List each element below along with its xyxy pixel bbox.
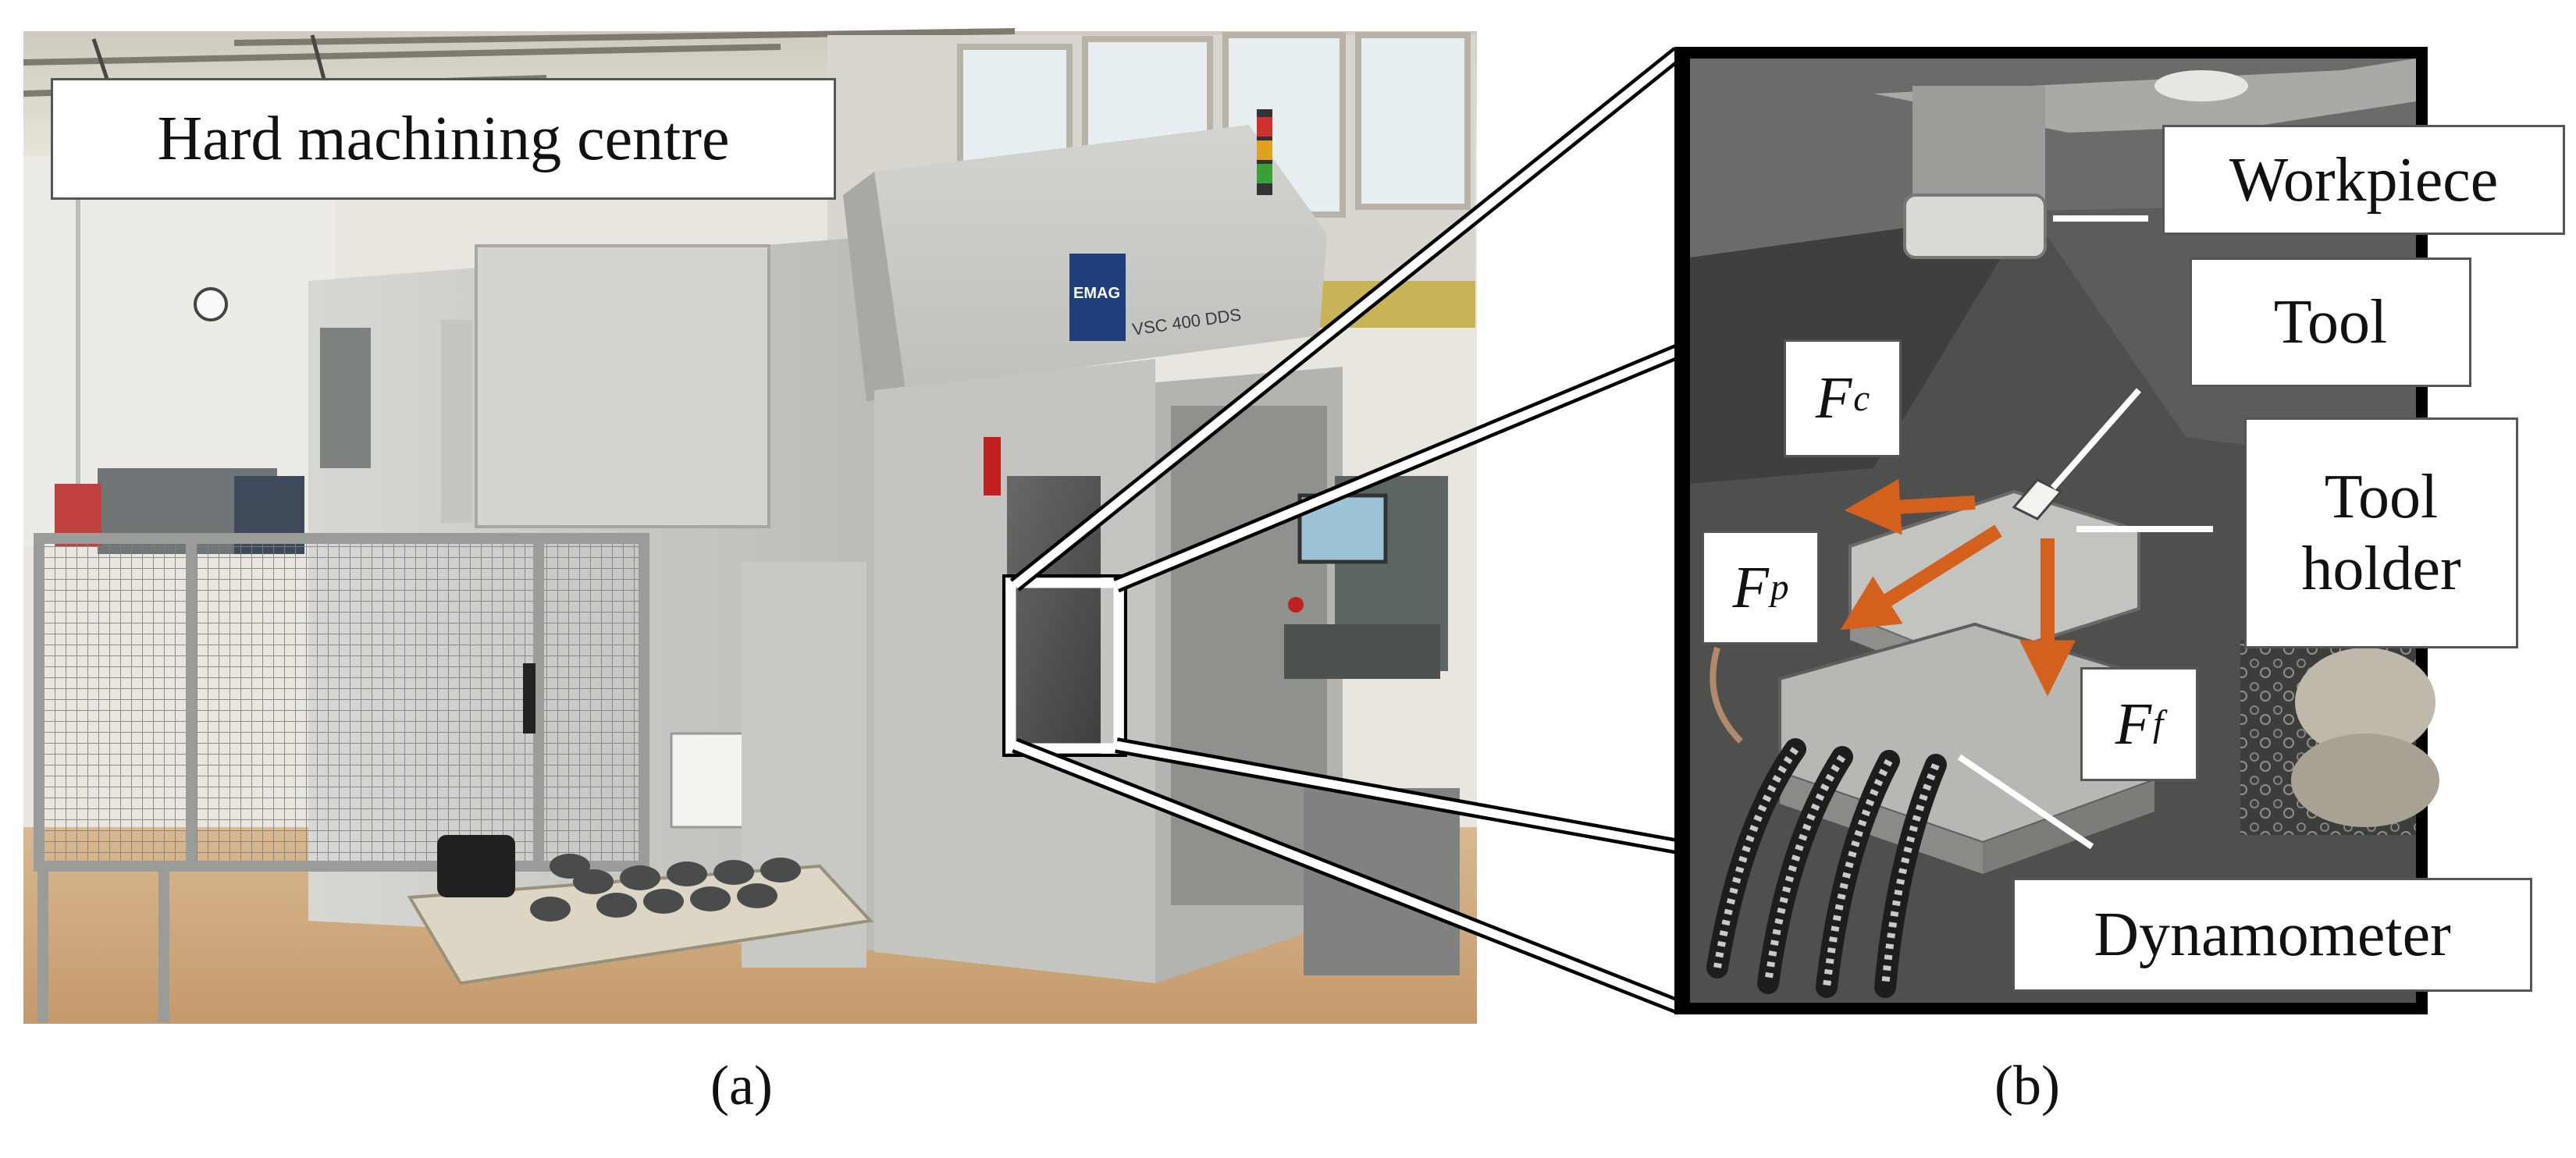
fc-main: F xyxy=(1815,365,1852,431)
hard-machining-label: Hard machining centre xyxy=(51,78,836,200)
tool-holder-label: Tool holder xyxy=(2244,417,2518,648)
dynamometer-text: Dynamometer xyxy=(2094,900,2451,969)
caption-a: (a) xyxy=(710,1054,773,1117)
caption-b: (b) xyxy=(1994,1054,2060,1117)
tool-holder-text-line2: holder xyxy=(2301,535,2461,603)
zoom-connector-lines xyxy=(1009,47,1684,1014)
tool-holder-text-line1: Tool xyxy=(2324,463,2439,531)
zoom-region xyxy=(1005,577,1124,754)
arrow-fc xyxy=(1844,478,1976,535)
tool-label: Tool xyxy=(2190,258,2471,387)
emag-logo xyxy=(1069,254,1126,341)
hard-machining-text: Hard machining centre xyxy=(157,105,730,173)
leader-lines xyxy=(1957,215,2213,850)
workpiece-text: Workpiece xyxy=(2229,145,2499,215)
fp-sub: p xyxy=(1770,567,1789,608)
workpiece-label: Workpiece xyxy=(2162,125,2565,235)
wall-clock xyxy=(194,287,228,321)
fc-sub: c xyxy=(1853,378,1870,419)
ff-sub: f xyxy=(2153,704,2164,744)
tool-text: Tool xyxy=(2273,288,2388,357)
workpiece-disc xyxy=(1903,194,2047,259)
arrow-fp xyxy=(1840,524,2002,631)
ff-main: F xyxy=(2115,691,2152,757)
machine-logo-text: EMAG xyxy=(1073,285,1120,302)
dynamometer-label: Dynamometer xyxy=(2012,878,2532,992)
fp-main: F xyxy=(1732,554,1769,620)
